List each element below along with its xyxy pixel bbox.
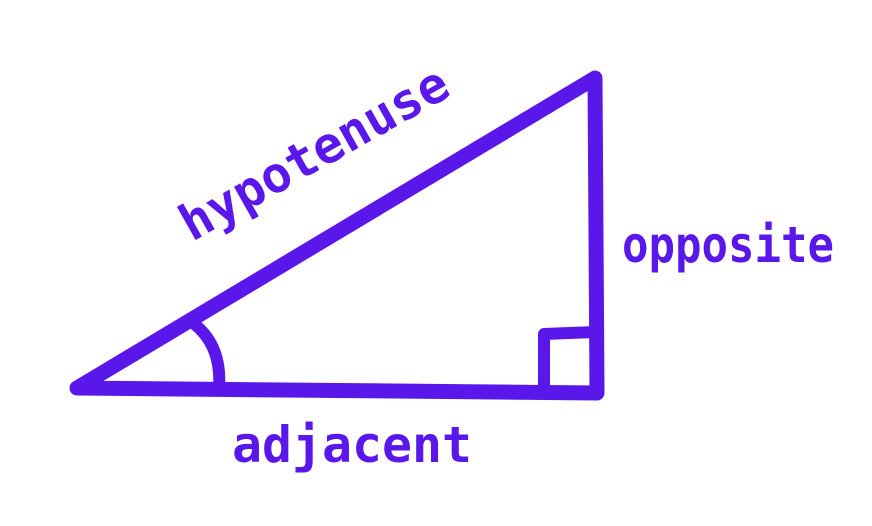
adjacent-label: adjacent [232, 416, 472, 474]
angle-arc [187, 317, 226, 394]
triangle-outline [69, 70, 605, 401]
hypotenuse-label: hypotenuse [169, 54, 459, 252]
right-angle-marker [538, 326, 601, 394]
opposite-label: opposite [622, 216, 834, 274]
